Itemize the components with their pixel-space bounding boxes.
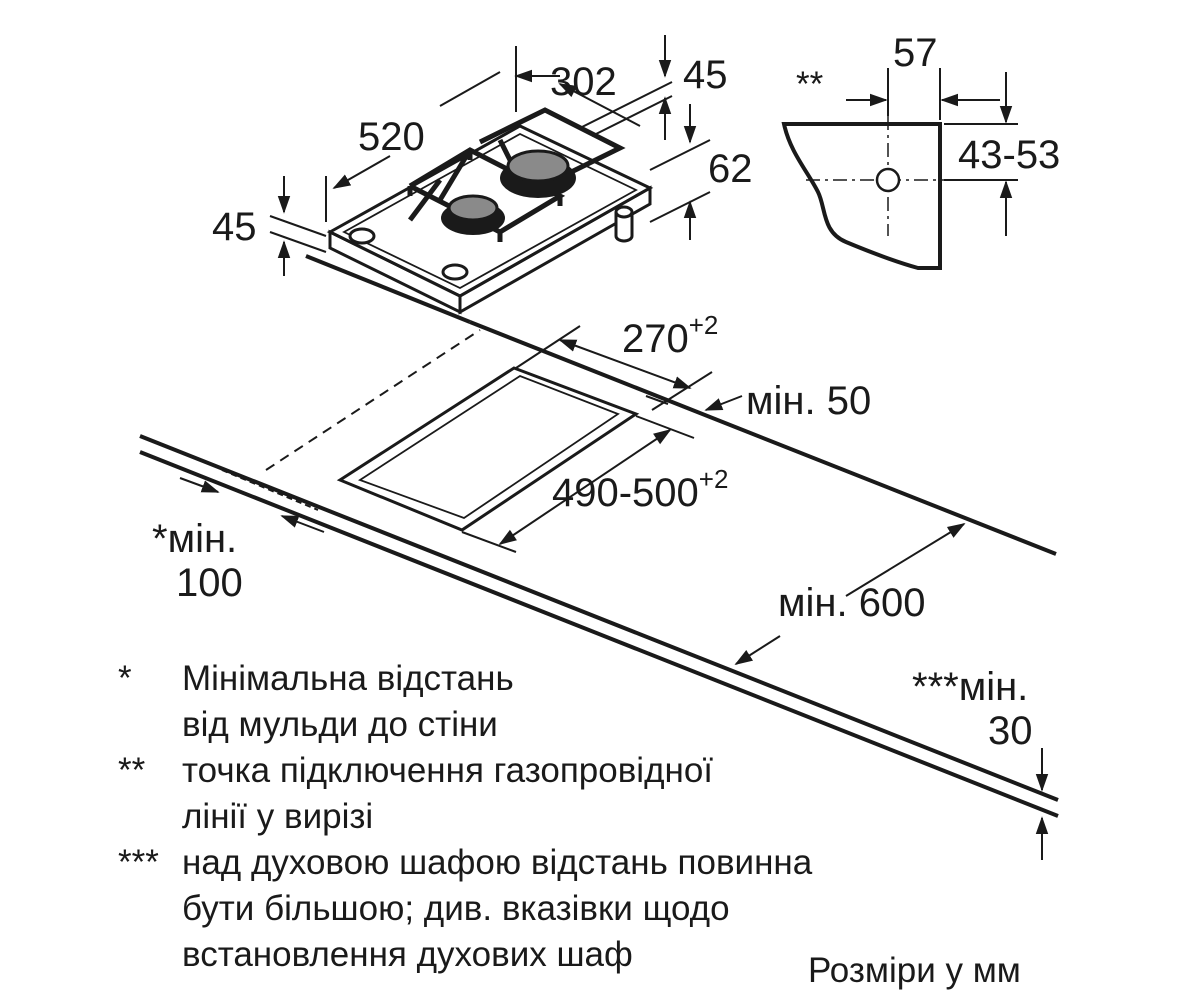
footnote-2-line-2: лінії у вирізі <box>182 797 373 836</box>
gas-connection-detail <box>781 68 1018 270</box>
footnote-3-marker: *** <box>118 843 159 882</box>
large-burner <box>500 149 576 198</box>
worktop-depth-label: мін. 600 <box>778 581 925 625</box>
back-wall-distance-label: мін. 50 <box>746 379 871 423</box>
cutout-depth-label: 490-500+2 <box>552 464 728 515</box>
footnote-1-marker: * <box>118 659 132 698</box>
hob-depth-label: 520 <box>358 115 425 159</box>
hob-dimension-lines <box>269 35 711 276</box>
footnote-1-line-1: Мінімальна відстань <box>182 659 514 698</box>
footnote-3-line-2: бути більшою; див. вказівки щодо <box>182 889 730 928</box>
oven-distance-value: 30 <box>988 709 1033 753</box>
cutout-outline <box>336 366 640 532</box>
units-caption: Розміри у мм <box>808 951 1021 990</box>
oven-distance-prefix: ***мін. <box>912 665 1028 709</box>
side-wall-distance-value: 100 <box>176 561 243 605</box>
hob-width-label: 302 <box>550 60 617 104</box>
side-wall-distance-prefix: *мін. <box>152 517 237 561</box>
footnotes: * Мінімальна відстань від мульди до стін… <box>118 659 813 974</box>
hob-drawing <box>326 107 654 315</box>
cutout-dimension-lines <box>179 325 1049 860</box>
footnote-3-line-3: встановлення духових шаф <box>182 935 633 974</box>
footnote-2-line-1: точка підключення газопровідної <box>182 751 713 790</box>
cutout-width-label: 270+2 <box>622 310 718 361</box>
footnote-2-marker: ** <box>118 751 146 790</box>
gas-height-range-label: 43-53 <box>958 133 1060 177</box>
gas-offset-label: 57 <box>893 31 938 75</box>
hob-side-height-label: 45 <box>212 205 257 249</box>
hob-top-height-label: 45 <box>683 53 728 97</box>
control-knobs <box>348 205 634 281</box>
hob-total-height-label: 62 <box>708 147 753 191</box>
gas-inlet-point <box>875 167 901 193</box>
gas-connection-marker: ** <box>796 65 824 104</box>
footnote-3-line-1: над духовою шафою відстань повинна <box>182 843 813 882</box>
footnote-1-line-2: від мульди до стіни <box>182 705 498 744</box>
small-burner <box>441 194 505 235</box>
